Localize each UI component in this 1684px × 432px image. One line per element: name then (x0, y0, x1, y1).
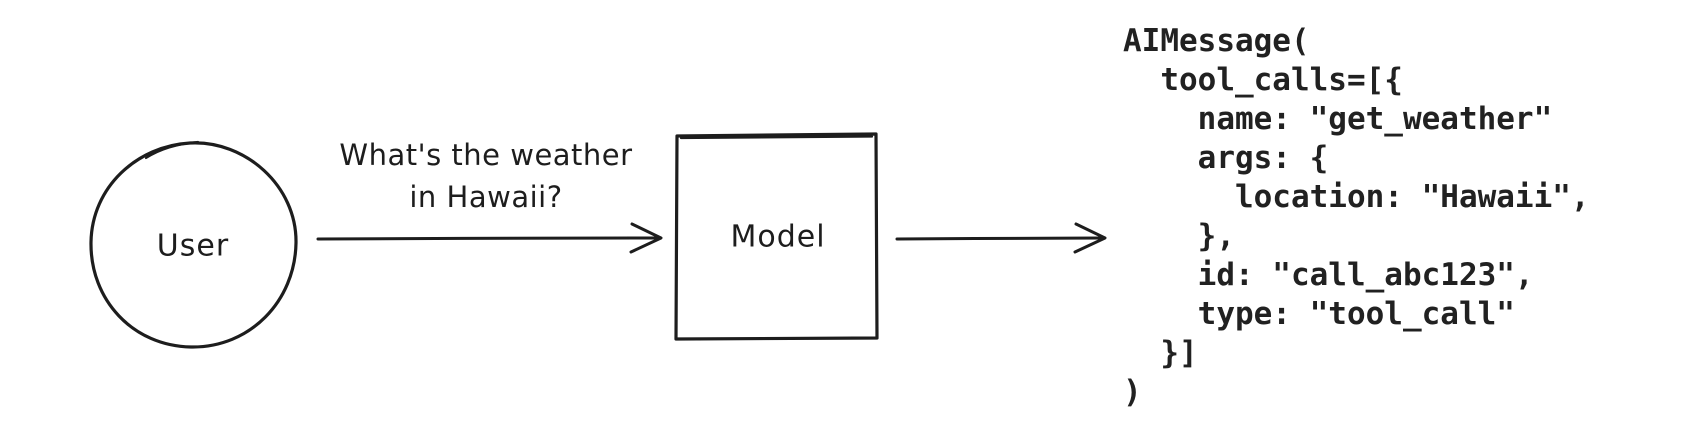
user-node-label: User (156, 228, 230, 264)
model-box (674, 132, 879, 341)
code-line: location: "Hawaii", (1123, 179, 1590, 215)
model-box-sketch-overlap (679, 135, 874, 140)
code-line: }] (1123, 335, 1198, 371)
query-label-line2: in Hawaii? (409, 180, 563, 214)
query-label-line1: What's the weather (339, 138, 633, 172)
code-line: tool_calls=[{ (1123, 62, 1403, 98)
user-to-model-arrow-line (316, 236, 661, 241)
code-line: args: { (1123, 140, 1329, 176)
code-line: name: "get_weather" (1123, 101, 1553, 137)
model-to-output-arrow-line (895, 236, 1105, 241)
code-line: }, (1123, 218, 1235, 254)
code-line: ) (1123, 374, 1142, 410)
model-to-output-arrowhead-icon (1073, 222, 1107, 254)
user-circle-sketch-overlap (144, 140, 200, 160)
user-to-model-arrowhead-icon (629, 222, 663, 254)
code-line: AIMessage( (1123, 23, 1310, 59)
code-line: type: "tool_call" (1123, 296, 1515, 332)
code-line: id: "call_abc123", (1123, 257, 1534, 293)
query-label: What's the weather in Hawaii? (339, 134, 632, 218)
aimessage-code-block: AIMessage( tool_calls=[{ name: "get_weat… (1123, 22, 1590, 412)
model-node-label: Model (730, 219, 826, 255)
user-circle (89, 141, 298, 349)
